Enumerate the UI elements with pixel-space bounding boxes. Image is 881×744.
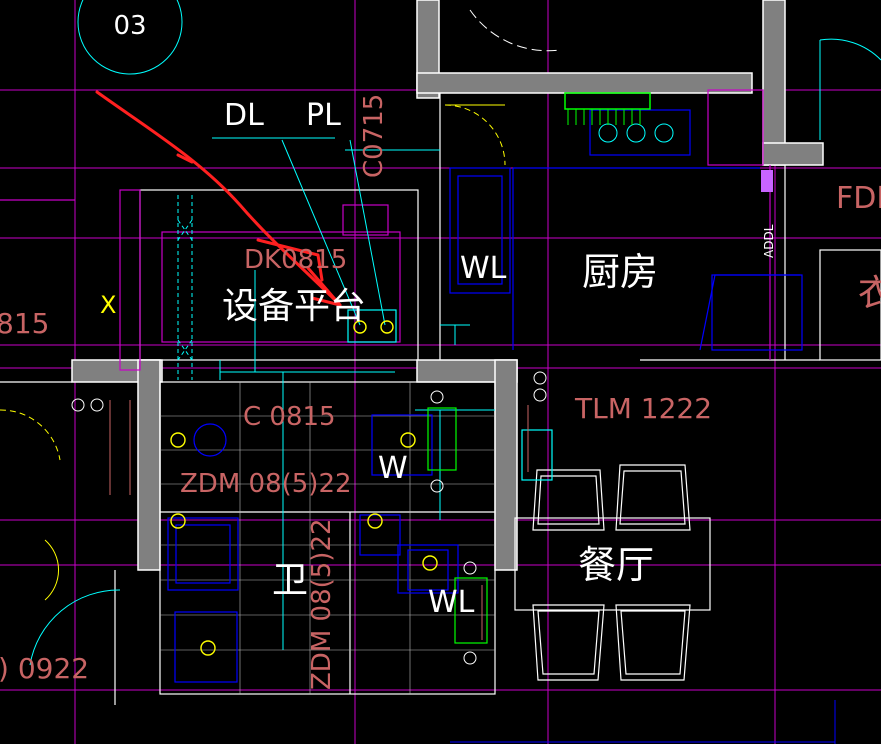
label-door-0922: ) 0922 <box>0 652 89 685</box>
hatching <box>109 400 529 640</box>
label-c0715: C0715 <box>359 94 389 178</box>
label-fdm: FDM <box>836 181 881 216</box>
label-left-815: 815 <box>0 307 49 340</box>
label-zdm-vertical: ZDM 08(5)22 <box>307 518 337 690</box>
label-dining: 餐厅 <box>578 543 654 587</box>
small-fixtures <box>71 371 547 665</box>
floor-drains <box>170 320 438 656</box>
label-dl: DL <box>224 98 264 133</box>
annotation-arrow <box>95 90 342 307</box>
label-pl: PL <box>306 98 341 133</box>
bathroom-fixtures <box>167 309 553 683</box>
label-tlm: TLM 1222 <box>574 392 712 425</box>
label-dk0815: DK0815 <box>244 245 347 275</box>
label-bathroom: 卫 <box>272 560 308 601</box>
column-marker <box>761 170 773 192</box>
axis-bubble: 03 <box>77 0 183 75</box>
label-equipment-platform: 设备平台 <box>222 286 366 327</box>
label-c0815: C 0815 <box>243 402 336 432</box>
pipe-routing <box>212 137 495 650</box>
walls <box>71 0 824 571</box>
range-hood <box>564 92 651 125</box>
magenta-outlines <box>0 89 771 371</box>
label-wl-bath: WL <box>428 585 475 620</box>
label-right-char: 衣 <box>858 273 881 314</box>
frame-edge <box>450 700 836 744</box>
label-left-x: X <box>100 291 116 319</box>
shaft <box>177 195 193 380</box>
label-zdm-top: ZDM 08(5)22 <box>180 469 352 499</box>
door-swings <box>0 9 881 666</box>
label-kitchen: 厨房 <box>582 250 658 294</box>
dining-set <box>514 464 711 681</box>
bathroom-tiles <box>160 382 495 694</box>
label-w: W <box>378 451 408 486</box>
label-wl-kitchen: WL <box>460 251 507 286</box>
label-addl: ADDL <box>762 224 776 258</box>
axis-bubble-number: 03 <box>113 11 146 41</box>
kitchen-fixtures <box>449 109 803 351</box>
